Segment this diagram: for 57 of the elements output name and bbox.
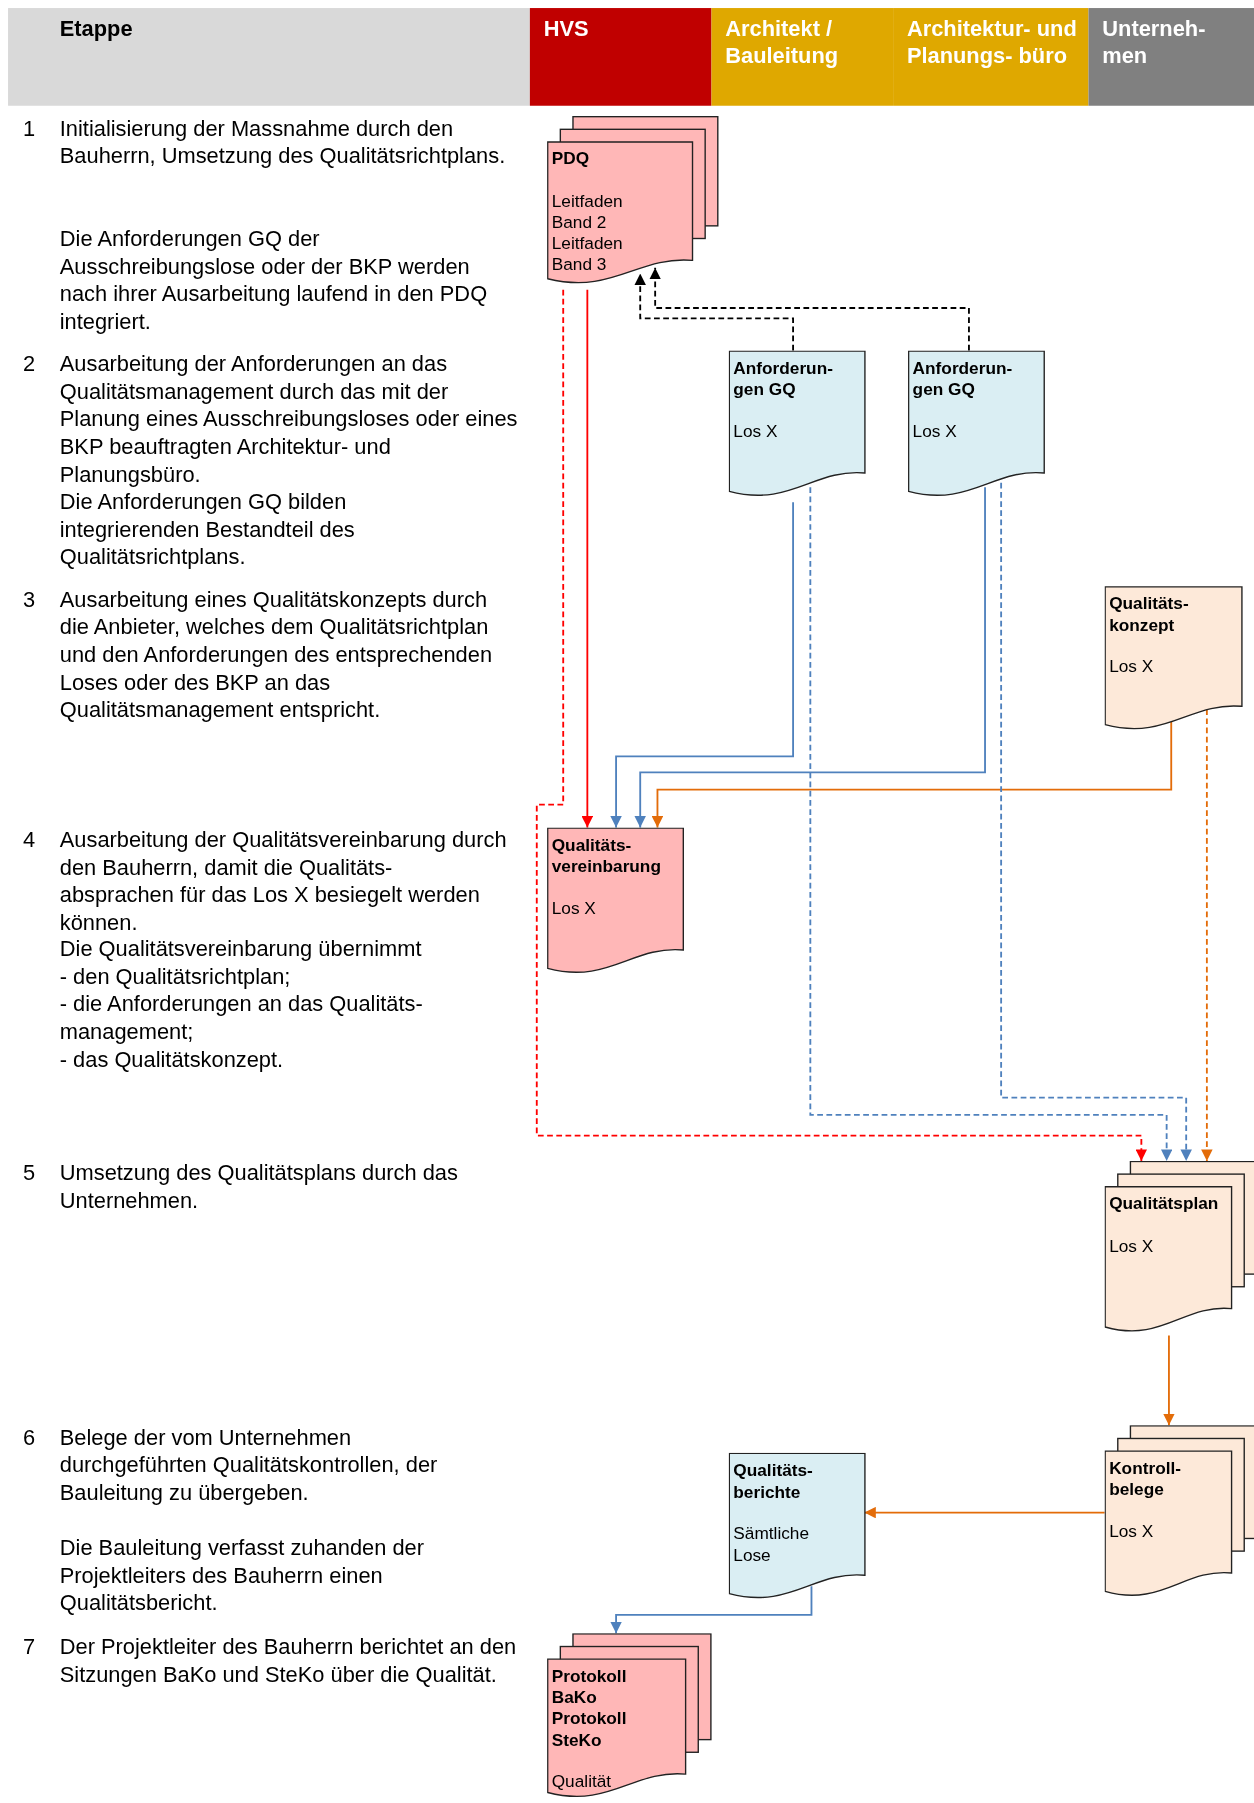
document-title: PDQ xyxy=(551,148,591,170)
column-header: Unterneh- men xyxy=(1088,8,1254,106)
step-number: 5 xyxy=(23,1159,37,1188)
arrow xyxy=(610,501,794,829)
step-text: - den Qualitätsrichtplan; xyxy=(59,963,292,991)
step-number: 6 xyxy=(23,1424,37,1452)
arrow xyxy=(634,486,986,829)
step-text: Ausarbeitung eines Qualitätskonzepts durch die Anbieter, welches dem Qualitätsrichtplan und den Anforderungen des entsprechenden Loses oder des BKP an das Qualitätsmanagement entspricht. xyxy=(59,586,494,724)
arrow xyxy=(1163,1334,1175,1427)
dashed-arrow xyxy=(809,486,1173,1162)
step-number: 7 xyxy=(23,1633,37,1661)
dashed-arrow xyxy=(535,288,1148,1162)
step-number: 4 xyxy=(23,826,37,854)
arrow xyxy=(581,288,594,829)
document-text: Los X xyxy=(1109,1520,1155,1542)
step-text: Die Bauleitung verfasst zuhanden der Projektleiters des Bauherrn einen Qualitätsbericht. xyxy=(59,1534,425,1617)
document-text: Los X xyxy=(912,420,958,442)
step-text: Ausarbeitung der Anforderungen an das Qualitätsmanagement durch das mit der Planung eines Ausschreibungsloses oder eines BKP beauftragten Architektur- und Planungsbüro. xyxy=(59,350,519,489)
dashed-arrow xyxy=(634,272,794,352)
step-text: Initialisierung der Massnahme durch den Bauherrn, Umsetzung des Qualitätsrichtplans. xyxy=(59,115,507,170)
step-text: Umsetzung des Qualitätsplans durch das Unternehmen. xyxy=(59,1159,459,1215)
column-header: Etappe xyxy=(8,8,530,106)
step-text: Die Qualitätsvereinbarung übernimmt xyxy=(59,935,423,963)
dashed-arrow xyxy=(1201,708,1213,1162)
document-title: Qualitäts- konzept xyxy=(1109,593,1190,636)
document-text: Los X xyxy=(1109,1235,1155,1257)
document-text: Los X xyxy=(1109,656,1155,678)
dashed-arrow xyxy=(649,266,970,352)
document-text: Leitfaden Band 3 xyxy=(551,232,624,276)
arrow xyxy=(610,1585,813,1635)
document-title: Protokoll SteKo xyxy=(551,1708,628,1751)
document-text: Los X xyxy=(551,897,597,919)
step-text: - die Anforderungen an das Qualitäts- management; xyxy=(59,990,424,1046)
column-header: HVS xyxy=(529,8,712,106)
step-number: 1 xyxy=(23,115,37,143)
document-title: Qualitäts- berichte xyxy=(733,1459,814,1503)
dashed-arrow xyxy=(1000,481,1192,1162)
step-number: 3 xyxy=(23,586,37,614)
document-title: Qualitätsplan xyxy=(1109,1193,1220,1215)
step-text: - das Qualitätskonzept. xyxy=(59,1046,285,1074)
document-text: Leitfaden Band 2 xyxy=(551,190,624,233)
document-title: Anforderun- gen GQ xyxy=(733,357,834,400)
document-title: Kontroll- belege xyxy=(1109,1457,1182,1500)
step-text: Die Anforderungen GQ der Ausschreibungslose oder der BKP werden nach ihrer Ausarbeitung laufend in den PDQ integriert. xyxy=(59,225,489,336)
document-title: Protokoll BaKo xyxy=(551,1665,628,1708)
column-header: Architektur- und Planungs- büro xyxy=(893,8,1089,106)
step-text: Belege der vom Unternehmen durchgeführten Qualitätskontrollen, der Bauleitung zu übergeben. xyxy=(59,1424,439,1507)
document-text: Qualität xyxy=(551,1771,613,1793)
step-number: 2 xyxy=(23,350,37,378)
step-text: Die Anforderungen GQ bilden integrierenden Bestandteil des Qualitätsrichtplans. xyxy=(59,488,356,571)
step-text: Ausarbeitung der Qualitätsvereinbarung durch den Bauherrn, damit die Qualitäts- absprachen für das Los X besiegelt werden können. xyxy=(59,826,508,937)
document-text: Los X xyxy=(733,420,779,442)
column-header: Architekt / Bauleitung xyxy=(711,8,894,106)
step-text: Der Projektleiter des Bauherrn berichtet an den Sitzungen BaKo und SteKo über die Qualität. xyxy=(59,1633,518,1689)
document-title: Qualitäts- vereinbarung xyxy=(551,834,662,877)
document-title: Anforderun- gen GQ xyxy=(912,357,1014,400)
document-text: Sämtliche Lose xyxy=(733,1522,810,1566)
